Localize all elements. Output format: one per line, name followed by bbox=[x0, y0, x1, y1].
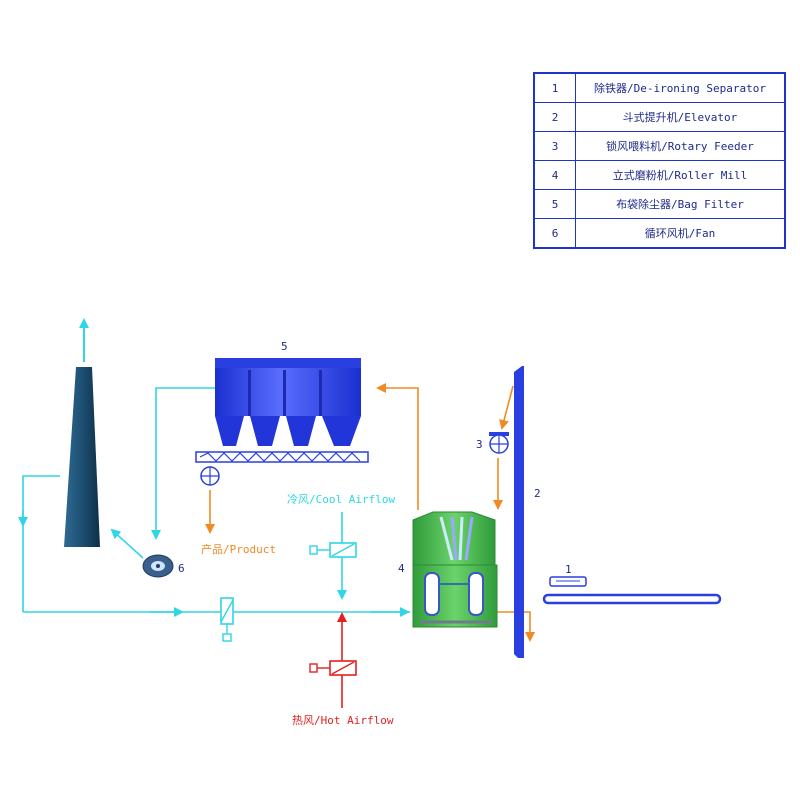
chimney bbox=[64, 367, 100, 547]
legend-num: 6 bbox=[533, 218, 576, 249]
equipment-number-1: 1 bbox=[565, 563, 572, 576]
mill-reject-line bbox=[497, 611, 535, 642]
equipment-number-5: 5 bbox=[281, 340, 288, 353]
elevator-to-feeder-arrow bbox=[499, 385, 514, 430]
fan-to-chimney-duct bbox=[110, 528, 144, 559]
equipment-number-2: 2 bbox=[534, 487, 541, 500]
cool-air-damper bbox=[309, 542, 357, 558]
fan bbox=[142, 554, 174, 578]
legend-desc: 锁风喂料机/Rotary Feeder bbox=[575, 131, 786, 161]
hot-air-damper bbox=[309, 660, 357, 676]
legend-desc: 布袋除尘器/Bag Filter bbox=[575, 189, 786, 219]
legend-desc: 除铁器/De-ironing Separator bbox=[575, 72, 786, 103]
legend-num: 5 bbox=[533, 189, 576, 219]
cool-airflow-label: 冷风/Cool Airflow bbox=[287, 493, 395, 506]
bag-filter-to-fan-duct bbox=[151, 387, 215, 540]
roller-mill bbox=[412, 511, 498, 628]
equipment-number-6: 6 bbox=[178, 562, 185, 575]
mill-to-bag-filter-duct bbox=[376, 383, 419, 510]
legend-num: 4 bbox=[533, 160, 576, 190]
legend-desc: 循环风机/Fan bbox=[575, 218, 786, 249]
legend-num: 3 bbox=[533, 131, 576, 161]
rotary-feeder bbox=[489, 432, 509, 454]
bag-filter bbox=[195, 358, 369, 463]
product-label: 产品/Product bbox=[201, 542, 276, 556]
de-ironing-separator bbox=[549, 576, 587, 587]
bucket-elevator bbox=[514, 366, 524, 658]
return-air-damper bbox=[220, 597, 234, 642]
belt-conveyor bbox=[542, 593, 722, 605]
hot-airflow-label: 热风/Hot Airflow bbox=[292, 714, 394, 727]
equipment-number-4: 4 bbox=[398, 562, 405, 575]
equipment-number-3: 3 bbox=[476, 438, 483, 451]
bag-filter-rotary-valve bbox=[200, 466, 220, 486]
exhaust-duct-to-chimney bbox=[22, 475, 60, 612]
